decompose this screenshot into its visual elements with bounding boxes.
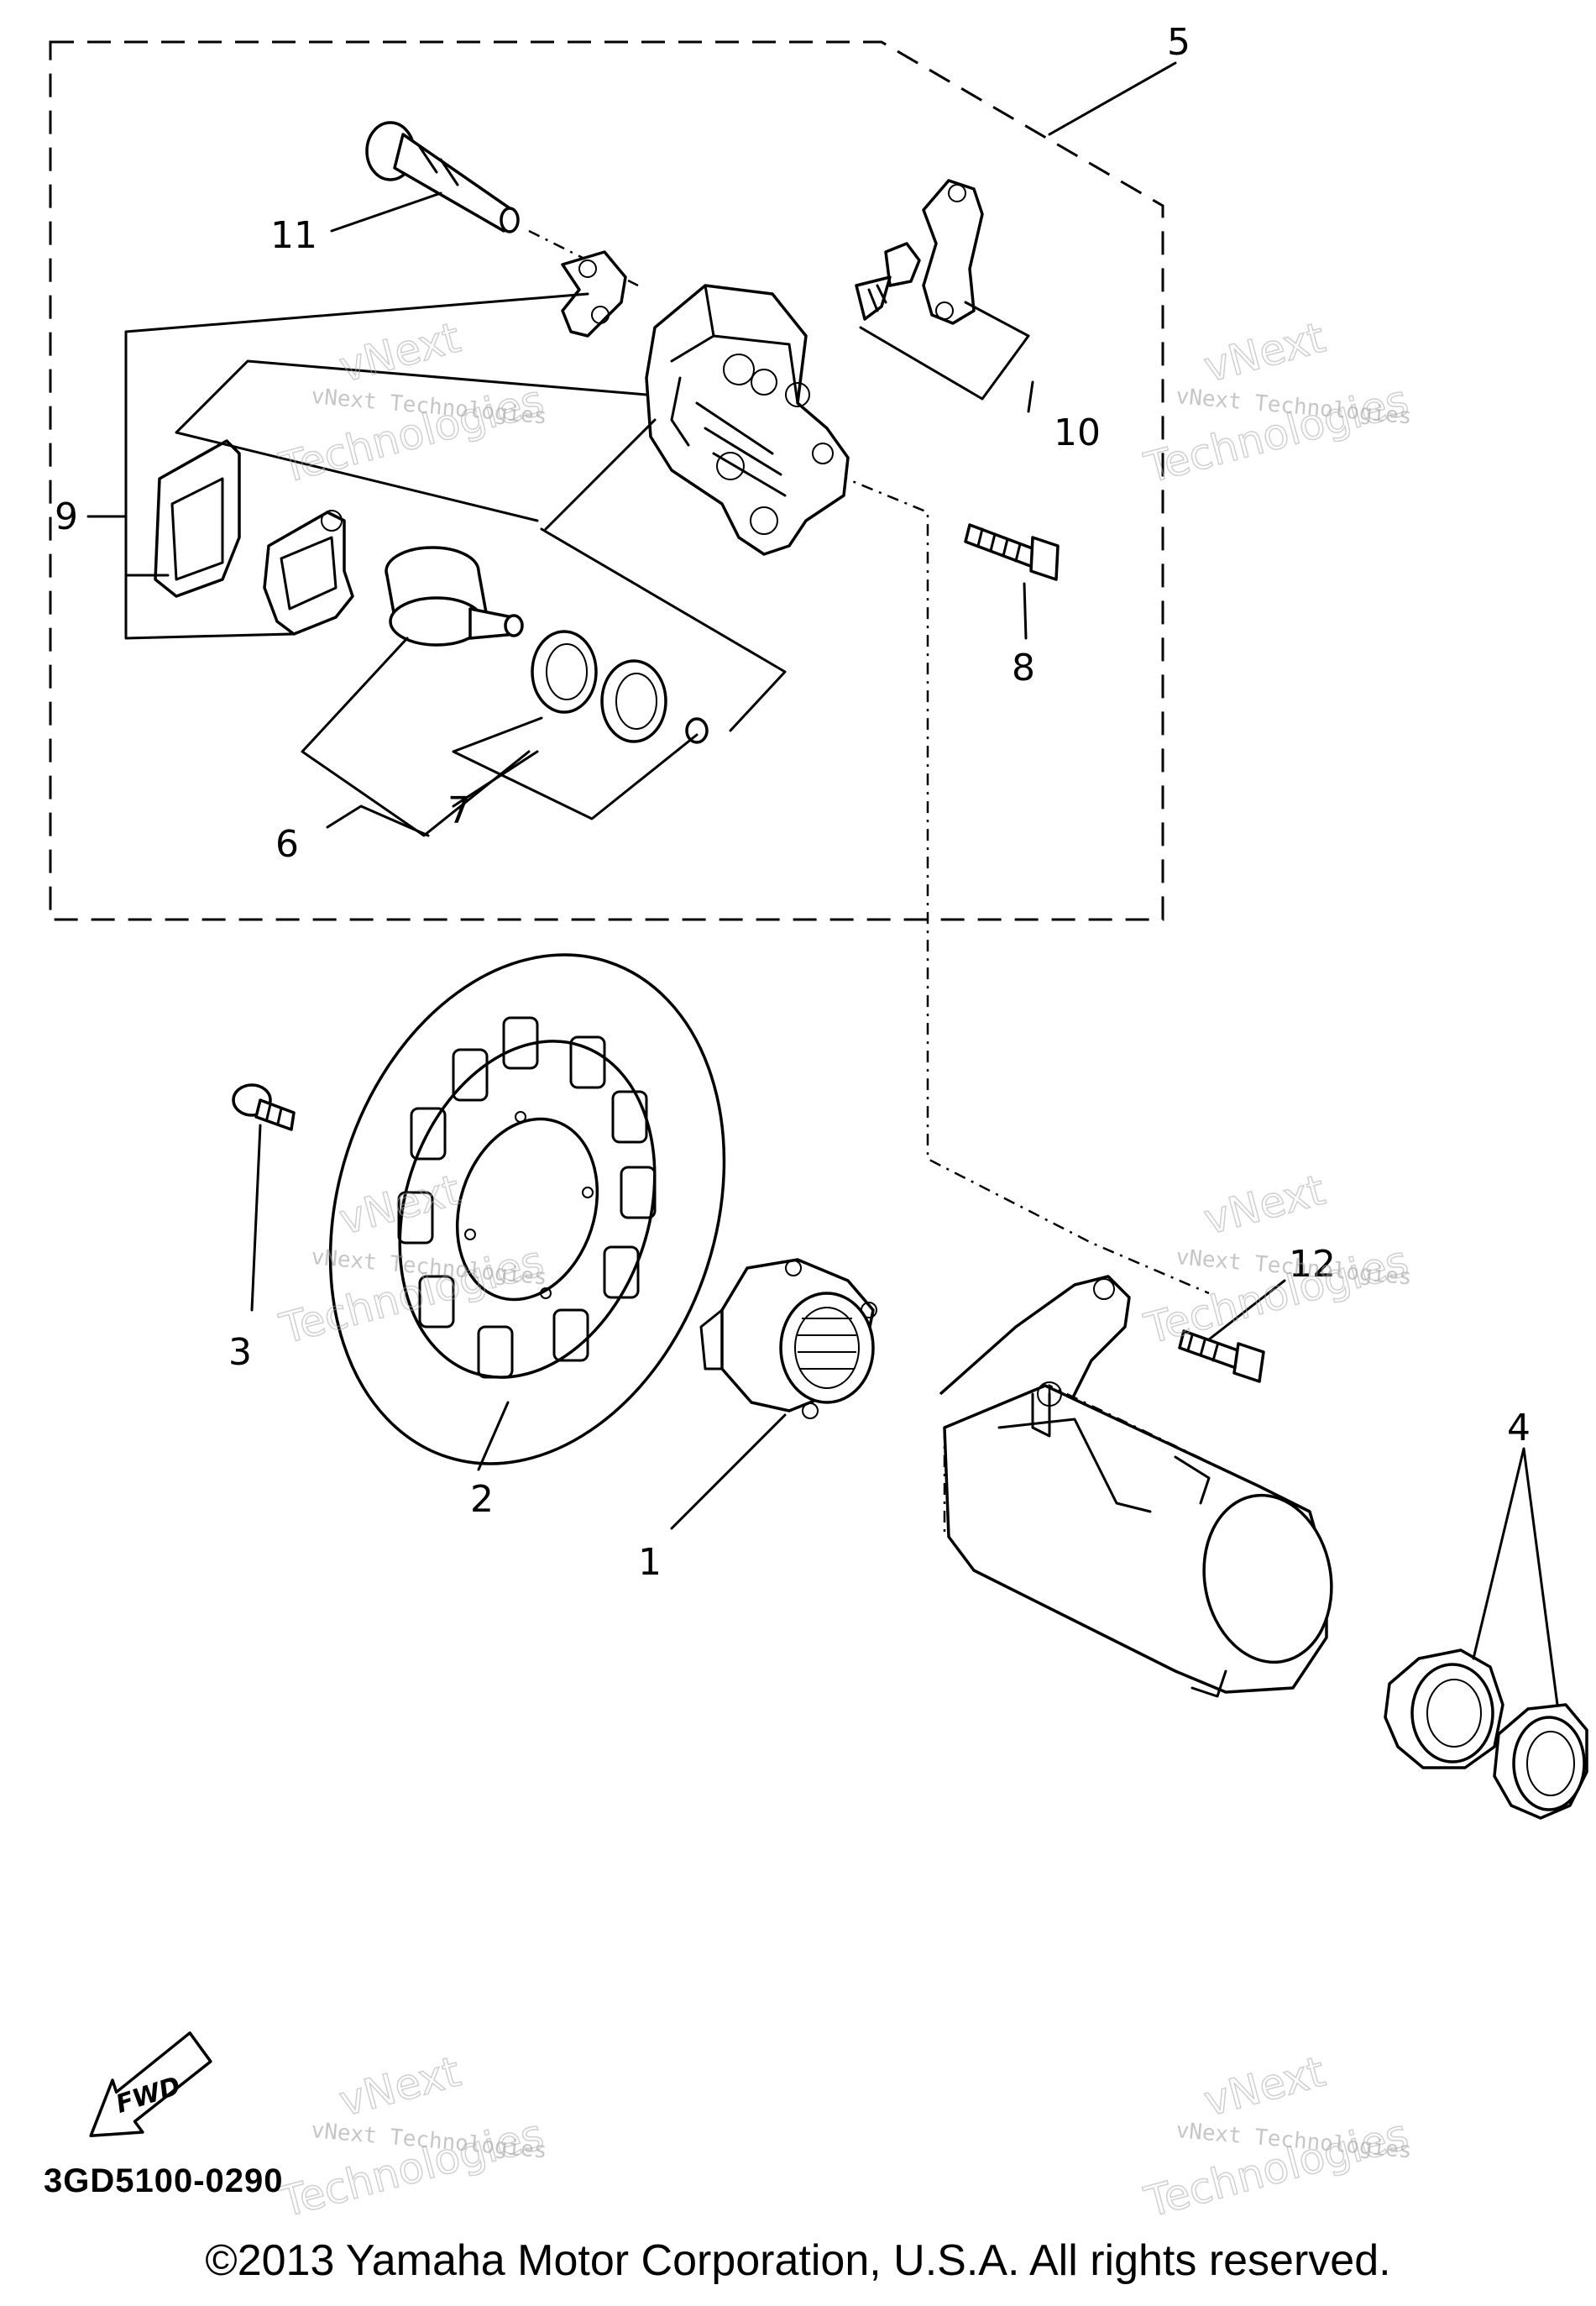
piston-seals	[531, 630, 709, 744]
callout-9: 9	[55, 495, 78, 538]
callout-12: 12	[1289, 1243, 1336, 1286]
caliper-bracket	[939, 1275, 1333, 1698]
watermark-top-right: vNext vNext Technologies Technologies	[1138, 312, 1414, 494]
copyright-notice: ©2013 Yamaha Motor Corporation, U.S.A. A…	[205, 2236, 1391, 2285]
brake-disc	[328, 953, 726, 1465]
callout-8: 8	[1012, 647, 1035, 689]
group-lines-6-7	[301, 527, 787, 837]
callout-11: 11	[270, 214, 317, 257]
leader-1	[670, 1413, 787, 1530]
svg-text:vNext: vNext	[334, 313, 465, 392]
svg-text:vNext: vNext	[1199, 313, 1330, 392]
disc-hub	[699, 1258, 877, 1419]
disc-bolt	[232, 1083, 296, 1131]
leader-7	[452, 750, 539, 808]
group-lines-10	[859, 301, 1030, 401]
leader-12	[1207, 1279, 1286, 1341]
callout-3: 3	[228, 1331, 252, 1374]
leader-6	[326, 804, 430, 837]
callout-2: 2	[470, 1478, 494, 1521]
center-line	[784, 452, 1210, 1295]
callout-5: 5	[1167, 21, 1190, 64]
watermark-bottom-left: vNext vNext Technologies Technologies	[274, 2047, 549, 2228]
brake-pads	[154, 439, 354, 636]
svg-text:vNext: vNext	[334, 2047, 465, 2126]
callout-4: 4	[1507, 1407, 1531, 1449]
leader-5	[1048, 61, 1177, 136]
watermark-bottom-right: vNext vNext Technologies Technologies	[1138, 2047, 1414, 2228]
group-lines-9	[124, 292, 589, 640]
callout-1: 1	[638, 1541, 662, 1584]
svg-text:vNext: vNext	[1199, 2047, 1330, 2126]
slide-pin-bolt	[365, 121, 520, 233]
watermark-mid-right: vNext vNext Technologies Technologies	[1138, 1165, 1414, 1355]
callout-6: 6	[275, 823, 299, 866]
leader-11	[330, 191, 442, 233]
group-lines-caliper	[175, 359, 657, 531]
caliper-body	[645, 284, 850, 556]
leader-8	[1023, 582, 1028, 640]
pad-clip	[561, 250, 627, 338]
leader-3	[250, 1124, 262, 1312]
diagram-code: 3GD5100-0290	[44, 2162, 284, 2199]
bracket-mounting-bolt	[1178, 1329, 1265, 1383]
bracket-bolt	[964, 523, 1060, 581]
callout-7: 7	[447, 789, 471, 832]
piston	[385, 546, 524, 647]
leader-4	[1472, 1447, 1559, 1706]
leader-10	[1027, 380, 1034, 413]
watermark-top-left: vNext vNext Technologies Technologies	[274, 312, 549, 494]
svg-text:vNext: vNext	[1199, 1166, 1330, 1245]
fwd-arrow-icon: FWD	[89, 2031, 212, 2138]
leader-2	[477, 1401, 510, 1471]
callout-10: 10	[1054, 411, 1101, 454]
axle-nuts	[1384, 1648, 1588, 1820]
bleed-screw-and-cap	[855, 179, 984, 325]
